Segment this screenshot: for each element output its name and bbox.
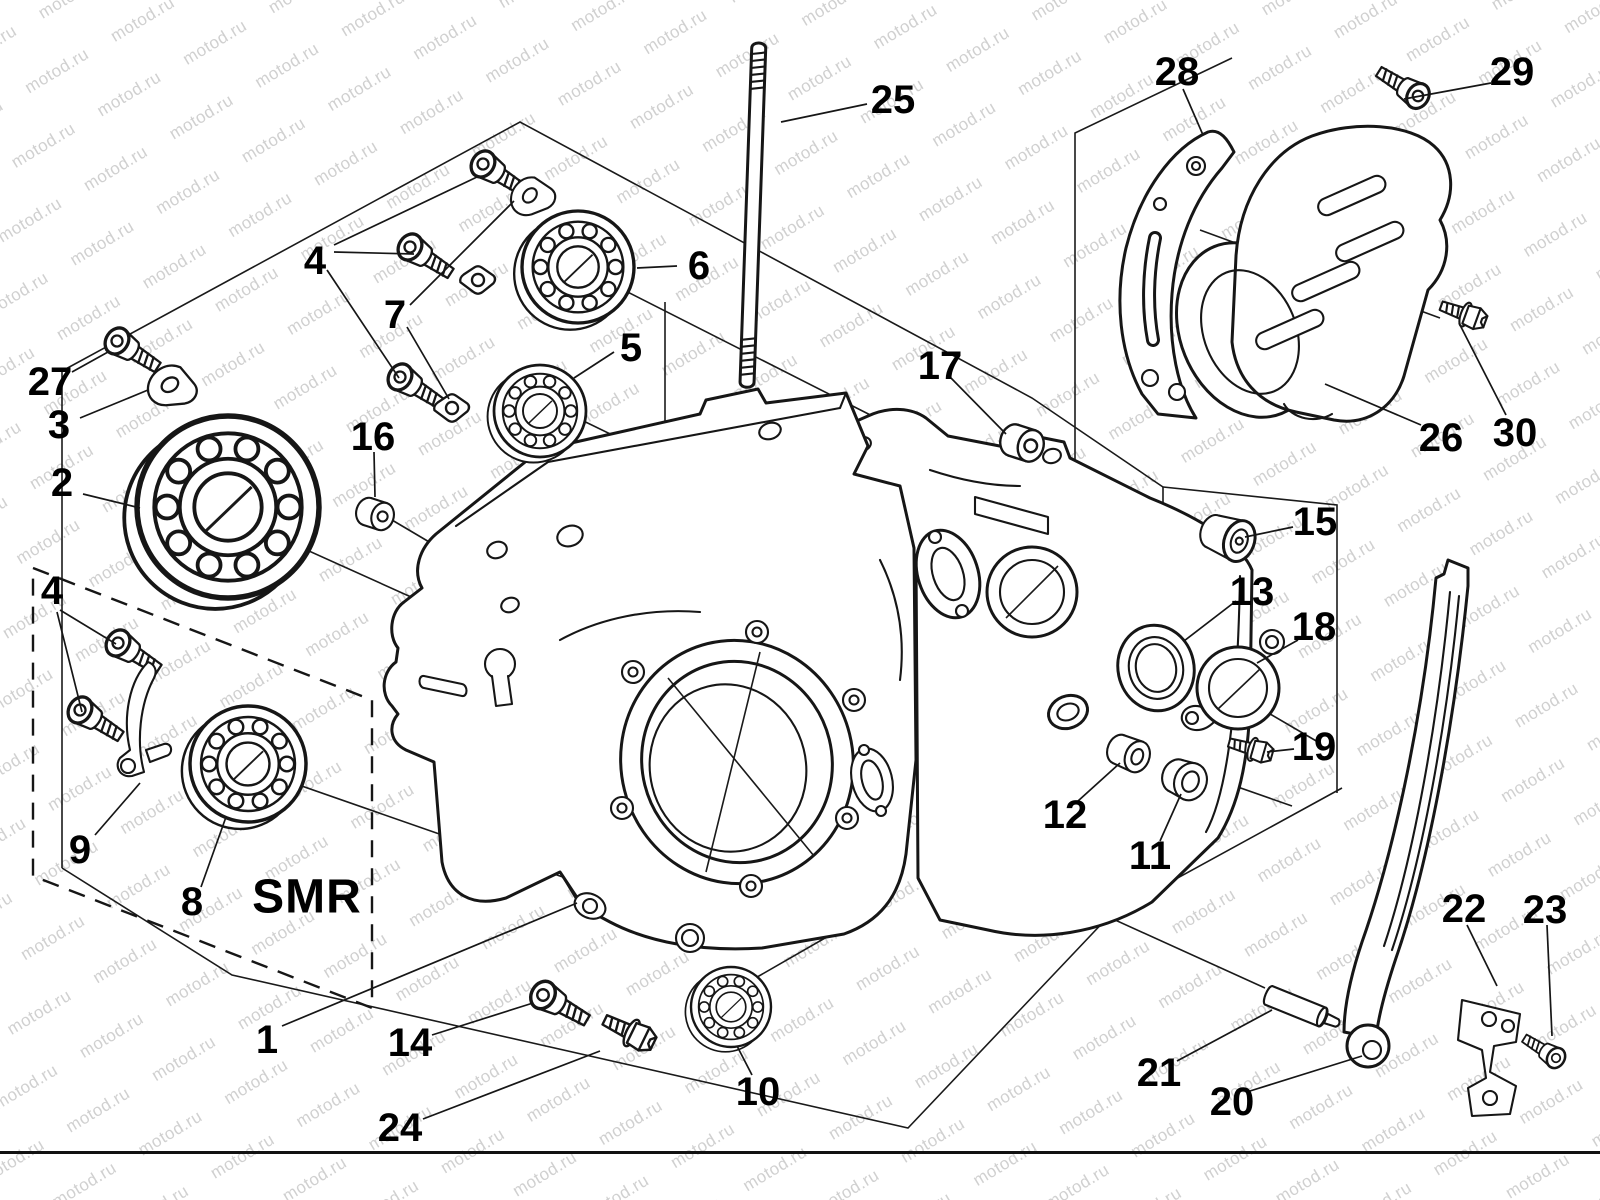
leader-line-16 [373, 451, 376, 498]
bracket-22 [1456, 998, 1522, 1118]
callout-17-nut: 17 [917, 344, 963, 388]
oil-seal-13 [1116, 623, 1196, 713]
leader-line-1 [281, 902, 578, 1027]
retainer-bracket-9 [116, 660, 173, 778]
leader-line-28 [1182, 88, 1204, 136]
callout-16-spacer: 16 [350, 415, 396, 459]
callout-3-bearing-retainer-plate: 3 [47, 403, 71, 447]
leader-line-2 [82, 493, 141, 509]
spacer-16 [355, 496, 395, 532]
callout-2-main-bearing: 2 [50, 461, 74, 505]
leader-line-26 [1324, 383, 1422, 426]
leader-line-30 [1458, 322, 1507, 416]
callout-18-sealing-flange: 18 [1291, 605, 1337, 649]
callout-8-ball-bearing-smr: 8 [180, 880, 204, 924]
leader-line-11 [1159, 793, 1182, 842]
bottom-border-line [0, 1151, 1600, 1154]
callout-6-ball-bearing: 6 [687, 244, 711, 288]
callout-7-lock-plates: 7 [383, 293, 407, 337]
callout-15-plug: 15 [1292, 500, 1338, 544]
callout-23-screw: 23 [1522, 888, 1568, 932]
sprocket-cover-26 [1175, 124, 1453, 423]
pin-21 [1262, 984, 1341, 1028]
leader-line-6 [636, 265, 678, 269]
callout-27-screw: 27 [27, 360, 73, 404]
callout-26-sprocket-cover: 26 [1418, 416, 1464, 460]
callout-11-bushing: 11 [1128, 834, 1172, 878]
callout-29-screw: 29 [1489, 50, 1535, 94]
leader-line-23 [1546, 924, 1553, 1037]
callout-21-pin: 21 [1136, 1051, 1182, 1095]
callout-10-ball-bearing: 10 [735, 1070, 781, 1114]
leader-line-17 [950, 377, 1007, 435]
callout-4-retainer-screws-top: 4 [303, 239, 327, 283]
leader-line-18 [1256, 639, 1299, 664]
callout-9-retainer-bracket-smr: 9 [68, 828, 92, 872]
callout-22-bracket: 22 [1441, 887, 1487, 931]
callout-30-screw: 30 [1492, 411, 1538, 455]
leader-line-4 [326, 269, 400, 379]
leader-line-25 [780, 103, 868, 123]
leader-line-20 [1249, 1055, 1363, 1092]
callout-24-hex-flange-bolt: 24 [377, 1106, 423, 1150]
leader-line-3 [79, 389, 149, 419]
leader-line-7 [406, 326, 450, 400]
leader-line-4 [333, 251, 415, 255]
leader-line-7 [409, 200, 515, 306]
leader-line-8 [200, 816, 227, 888]
chain-guide-20 [1342, 558, 1470, 1069]
callout-14-socket-bolt: 14 [387, 1021, 433, 1065]
leader-line-5 [573, 351, 615, 379]
leader-line-13 [1183, 600, 1237, 642]
leader-line-10 [736, 1045, 753, 1076]
plug-15 [1199, 513, 1257, 563]
leader-line-4 [59, 609, 117, 645]
nut-17 [999, 423, 1045, 463]
sealing-flange-18 [1180, 628, 1286, 732]
leader-line-4 [333, 176, 478, 246]
leader-line-12 [1077, 762, 1121, 802]
leader-line-15 [1244, 526, 1294, 538]
leader-line-4 [56, 611, 83, 713]
leader-line-29 [1403, 82, 1492, 100]
bushing-12 [1106, 733, 1151, 774]
callout-4-retainer-screws-smr: 4 [40, 569, 64, 613]
leader-line-24 [422, 1050, 601, 1120]
callout-28-cover-plate: 28 [1154, 50, 1200, 94]
callout-19-flange-screw: 19 [1291, 725, 1337, 769]
callout-1-crankcase-half-assembly: 1 [255, 1018, 279, 1062]
callout-5-ball-bearing: 5 [619, 326, 643, 370]
callout-20-chain-guide: 20 [1209, 1080, 1255, 1124]
leader-line-27 [71, 351, 109, 373]
cover-plate-28 [1118, 129, 1236, 420]
leader-line-19 [1266, 748, 1295, 753]
crankcase-left-half [382, 387, 918, 954]
bushing-11 [1161, 758, 1208, 802]
callout-12-spacer-bushing: 12 [1042, 793, 1088, 837]
stud-25 [738, 41, 768, 389]
callout-25-stud: 25 [870, 78, 916, 122]
leader-line-9 [94, 782, 141, 836]
leader-line-14 [431, 1002, 534, 1036]
smr-label: SMR [252, 870, 362, 924]
leader-line-22 [1466, 924, 1498, 987]
leader-line-21 [1176, 1009, 1273, 1062]
callout-13-oil-seal: 13 [1229, 570, 1275, 614]
